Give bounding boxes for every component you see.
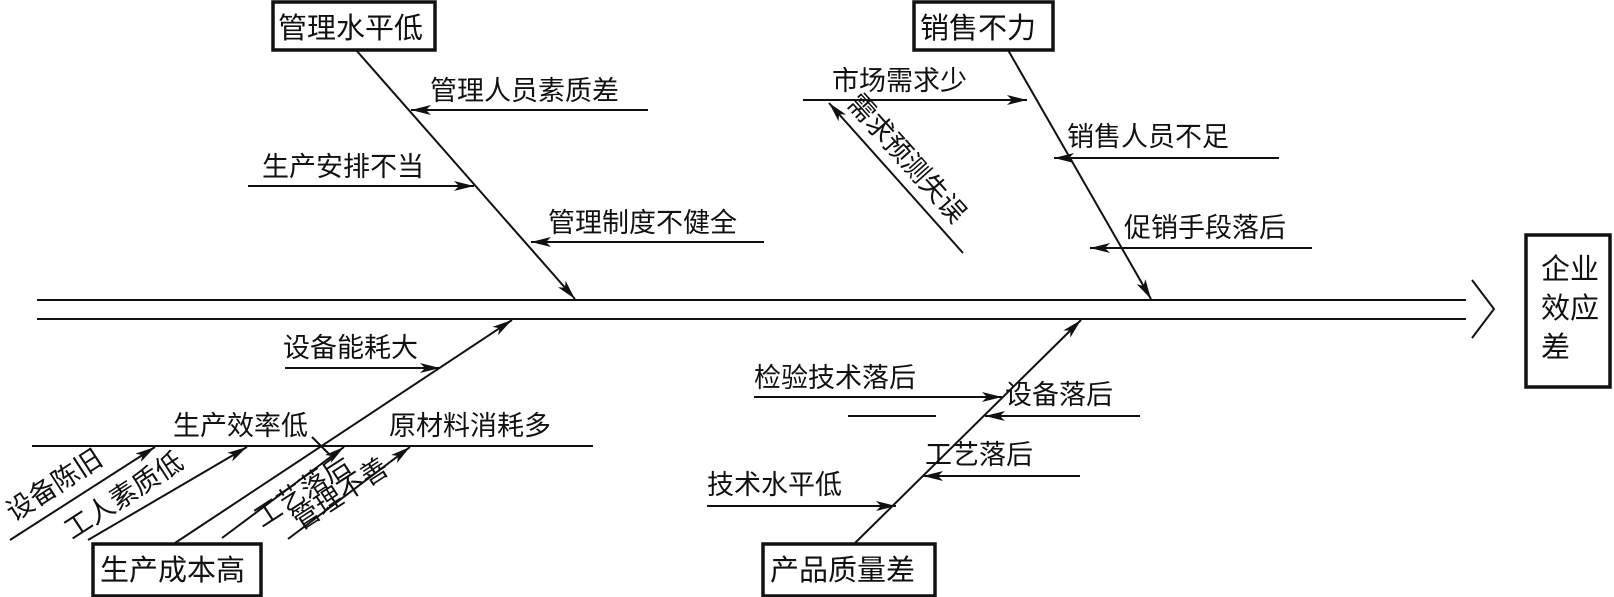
- sub-cause-arrow: [828, 102, 964, 254]
- category-bone: [854, 319, 1082, 544]
- cause-label: 设备能耗大: [283, 333, 418, 364]
- category-label: 管理水平低: [278, 11, 423, 45]
- sub-cause-label: 需求预测失误: [841, 88, 972, 229]
- category-box: [271, 0, 437, 52]
- effect-label-line-3: 差: [1541, 330, 1570, 364]
- category-management: 管理水平低 管理人员素质差 生产安排不当 管理制度不健全: [248, 0, 764, 300]
- sub-cause-arrow: [9, 446, 156, 541]
- effect-label-line-1: 企业: [1541, 252, 1599, 286]
- category-bone: [1007, 49, 1152, 300]
- cause-label: 管理人员素质差: [430, 76, 619, 107]
- category-box: [912, 0, 1055, 52]
- category-label: 产品质量差: [770, 553, 915, 587]
- effect-label-line-2: 效应: [1541, 291, 1599, 325]
- sub-cause-arrow: [87, 446, 248, 541]
- cause-label: 生产效率低: [173, 411, 308, 442]
- cause-label: 检验技术落后: [754, 363, 916, 394]
- category-bone: [174, 319, 513, 544]
- cause-label: 工艺落后: [925, 440, 1033, 471]
- cause-label: 管理制度不健全: [548, 208, 737, 239]
- cause-label: 生产安排不当: [262, 152, 424, 183]
- cause-label: 销售人员不足: [1067, 122, 1229, 153]
- sub-cause-arrow: [221, 446, 345, 539]
- category-sales: 销售不力 市场需求少 需求预测失误 销售人员不足 促销手段落后: [803, 0, 1312, 300]
- cause-label: 市场需求少: [832, 66, 967, 97]
- effect-box: 企业 效应 差: [1524, 233, 1612, 389]
- category-label: 销售不力: [920, 11, 1036, 45]
- cause-label: 技术水平低: [707, 470, 842, 501]
- cause-label: 设备落后: [1005, 380, 1113, 411]
- category-cost: 生产成本高 设备能耗大 生产效率低 原材料消耗多 设备陈旧 工人素质低 工艺落后…: [1, 319, 593, 597]
- cause-label: 原材料消耗多: [389, 411, 551, 442]
- category-box: [91, 542, 263, 597]
- category-quality: 产品质量差 检验技术落后 设备落后 工艺落后 技术水平低: [707, 319, 1140, 597]
- cause-label: 促销手段落后: [1124, 213, 1286, 244]
- category-label: 生产成本高: [100, 553, 245, 587]
- category-box: [761, 542, 937, 597]
- spine: [37, 279, 1496, 339]
- sub-cause-arrow: [287, 446, 411, 540]
- spine-arrowhead: [1471, 279, 1496, 339]
- category-bone: [355, 49, 576, 300]
